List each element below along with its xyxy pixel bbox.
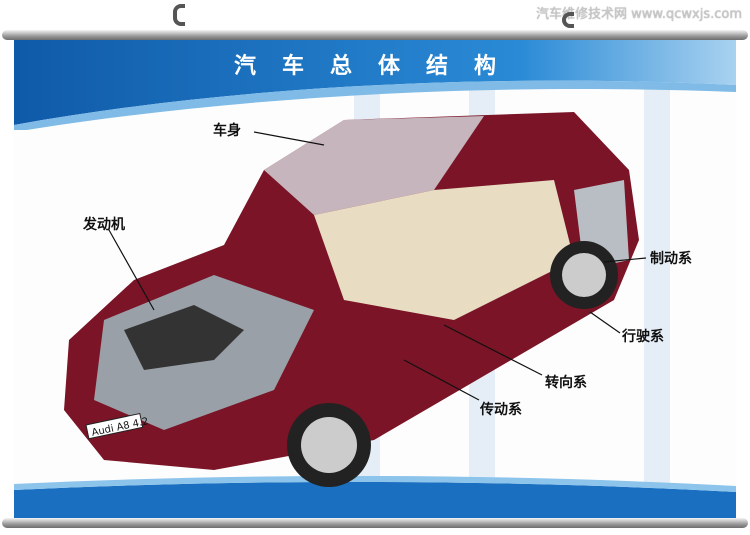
footer-wave [14,475,736,518]
label-running-system: 行驶系 [622,329,664,345]
hanger-hook-right [562,12,574,28]
header-banner [14,40,736,130]
label-brake-system: 制动系 [650,251,692,267]
poster-title: 汽车总体结构 [234,54,523,79]
label-engine: 发动机 [83,217,125,233]
label-transmission-system: 传动系 [480,402,522,418]
poster-panel: 汽车总体结构 Audi A8 4.2 车身 发动机 制动系 行驶系 转向系 传动… [14,40,736,518]
leader-lines [108,131,647,401]
site-watermark: 汽车维修技术网 www.qcwxjs.com [536,7,742,22]
top-scroll-rod [2,30,748,40]
bottom-scroll-rod [2,518,748,528]
car-cutaway-illustration: Audi A8 4.2 [64,112,647,487]
label-body: 车身 [213,123,241,139]
hanger-hook-left [173,4,185,26]
watermark-stripe [644,40,670,518]
label-steering-system: 转向系 [545,375,587,391]
